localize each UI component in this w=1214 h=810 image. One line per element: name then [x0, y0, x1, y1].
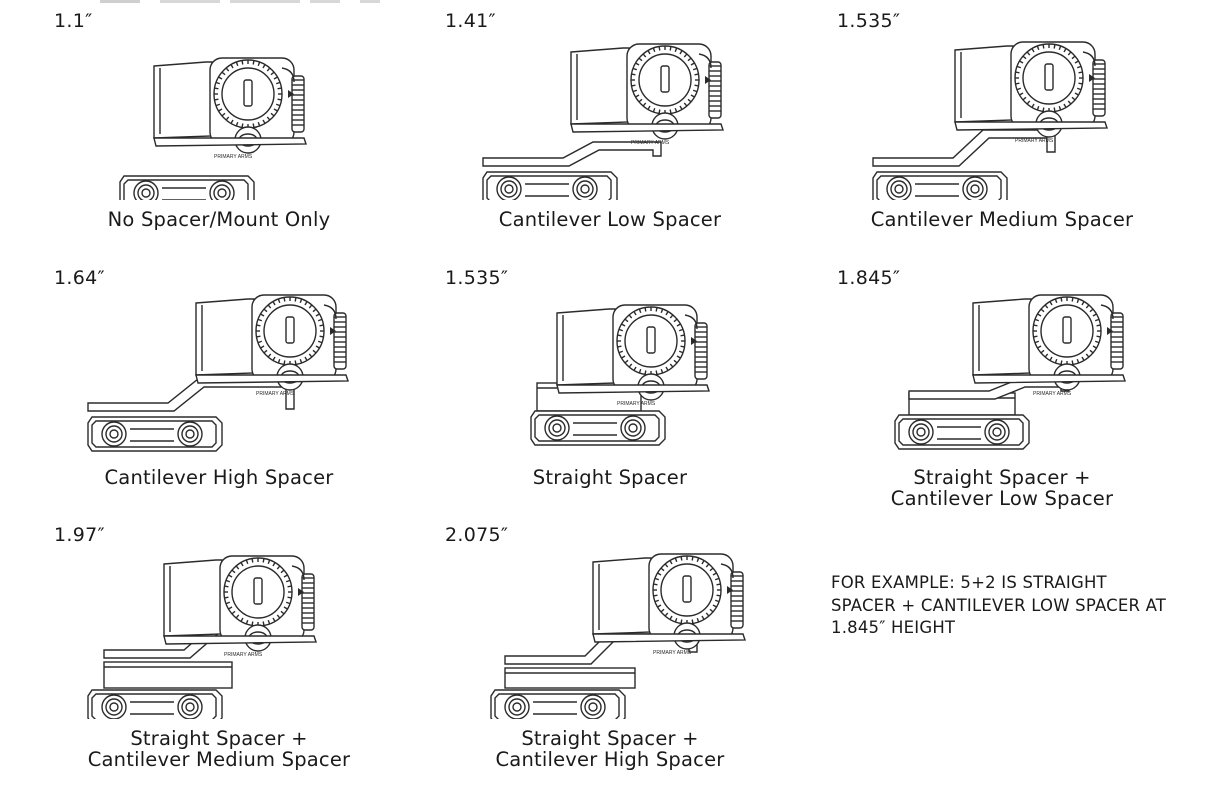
- red-dot-optic: PRIMARY ARMS: [195, 294, 349, 397]
- config-cell: 1.41″ PRIMARY ARMS Cantilever Low Spacer: [445, 10, 835, 268]
- height-label: 1.41″: [445, 10, 496, 32]
- picatinny-base: [490, 689, 626, 719]
- height-label: 1.1″: [54, 10, 93, 32]
- optic-mount-illustration: PRIMARY ARMS: [482, 43, 724, 200]
- svg-text:PRIMARY ARMS: PRIMARY ARMS: [214, 154, 253, 160]
- config-caption: Straight Spacer + Cantilever High Spacer: [495, 727, 725, 771]
- svg-text:PRIMARY ARMS: PRIMARY ARMS: [631, 140, 670, 146]
- red-dot-optic: PRIMARY ARMS: [592, 553, 746, 656]
- optic-mount-illustration: PRIMARY ARMS: [87, 294, 349, 452]
- config-cell: 1.97″ PRIMARY ARMS Straight Spacer + Can…: [54, 524, 444, 782]
- config-caption: Cantilever Medium Spacer: [870, 208, 1134, 231]
- red-dot-optic: PRIMARY ARMS: [556, 304, 710, 407]
- picatinny-base: [894, 414, 1030, 450]
- config-cell: 1.535″ PRIMARY ARMS Cantilever Medium Sp…: [837, 10, 1214, 268]
- config-caption: Cantilever High Spacer: [104, 466, 334, 489]
- config-caption: Straight Spacer + Cantilever Low Spacer: [890, 466, 1114, 510]
- optic-mount-illustration: PRIMARY ARMS: [894, 294, 1126, 450]
- svg-text:PRIMARY ARMS: PRIMARY ARMS: [617, 401, 656, 407]
- optic-mount-illustration: PRIMARY ARMS: [119, 57, 307, 200]
- red-dot-optic: PRIMARY ARMS: [163, 555, 317, 658]
- height-label: 2.075″: [445, 524, 509, 546]
- top-cropped-text: [100, 0, 380, 3]
- config-cell: 1.64″ PRIMARY ARMS Cantilever High Space…: [54, 267, 444, 525]
- config-cell: 2.075″ PRIMARY ARMS Straight Spacer + Ca…: [445, 524, 835, 782]
- cantilever-spacer: [872, 129, 1056, 167]
- straight-spacer: [504, 667, 636, 689]
- straight-spacer: [103, 661, 233, 689]
- svg-text:PRIMARY ARMS: PRIMARY ARMS: [653, 650, 692, 656]
- red-dot-optic: PRIMARY ARMS: [570, 43, 724, 146]
- height-label: 1.97″: [54, 524, 105, 546]
- red-dot-optic: PRIMARY ARMS: [954, 41, 1108, 144]
- svg-text:PRIMARY ARMS: PRIMARY ARMS: [224, 652, 263, 658]
- example-note: FOR EXAMPLE: 5+2 IS STRAIGHT SPACER + CA…: [831, 573, 1167, 637]
- optic-mount-illustration: PRIMARY ARMS: [490, 553, 746, 719]
- svg-text:PRIMARY ARMS: PRIMARY ARMS: [1015, 138, 1054, 144]
- config-caption: No Spacer/Mount Only: [107, 208, 331, 231]
- svg-text:PRIMARY ARMS: PRIMARY ARMS: [256, 391, 295, 397]
- red-dot-optic: PRIMARY ARMS: [153, 57, 307, 160]
- cantilever-spacer: [87, 378, 295, 412]
- red-dot-optic: PRIMARY ARMS: [972, 294, 1126, 397]
- cantilever-spacer: [482, 141, 662, 167]
- config-cell: 1.1″ PRIMARY ARMS No Spacer/Mount Only: [54, 10, 444, 268]
- height-label: 1.535″: [445, 267, 509, 289]
- optic-mount-illustration: PRIMARY ARMS: [872, 41, 1108, 200]
- picatinny-base: [530, 410, 666, 446]
- picatinny-base: [87, 689, 223, 719]
- config-caption: Straight Spacer: [532, 466, 688, 489]
- picatinny-base: [482, 171, 618, 200]
- svg-text:PRIMARY ARMS: PRIMARY ARMS: [1033, 391, 1072, 397]
- optic-mount-illustration: PRIMARY ARMS: [530, 304, 710, 446]
- config-caption: Straight Spacer + Cantilever Medium Spac…: [87, 727, 351, 771]
- picatinny-base: [119, 175, 255, 200]
- config-caption: Cantilever Low Spacer: [498, 208, 722, 231]
- config-cell: 1.535″ PRIMARY ARMS Straight Spacer: [445, 267, 835, 525]
- config-cell: 1.845″ PRIMARY ARMS Straight Spacer + Ca…: [837, 267, 1214, 525]
- picatinny-base: [87, 416, 223, 452]
- optic-mount-illustration: PRIMARY ARMS: [87, 555, 317, 719]
- height-label: 1.845″: [837, 267, 901, 289]
- height-label: 1.64″: [54, 267, 105, 289]
- picatinny-base: [872, 171, 1008, 200]
- height-label: 1.535″: [837, 10, 901, 32]
